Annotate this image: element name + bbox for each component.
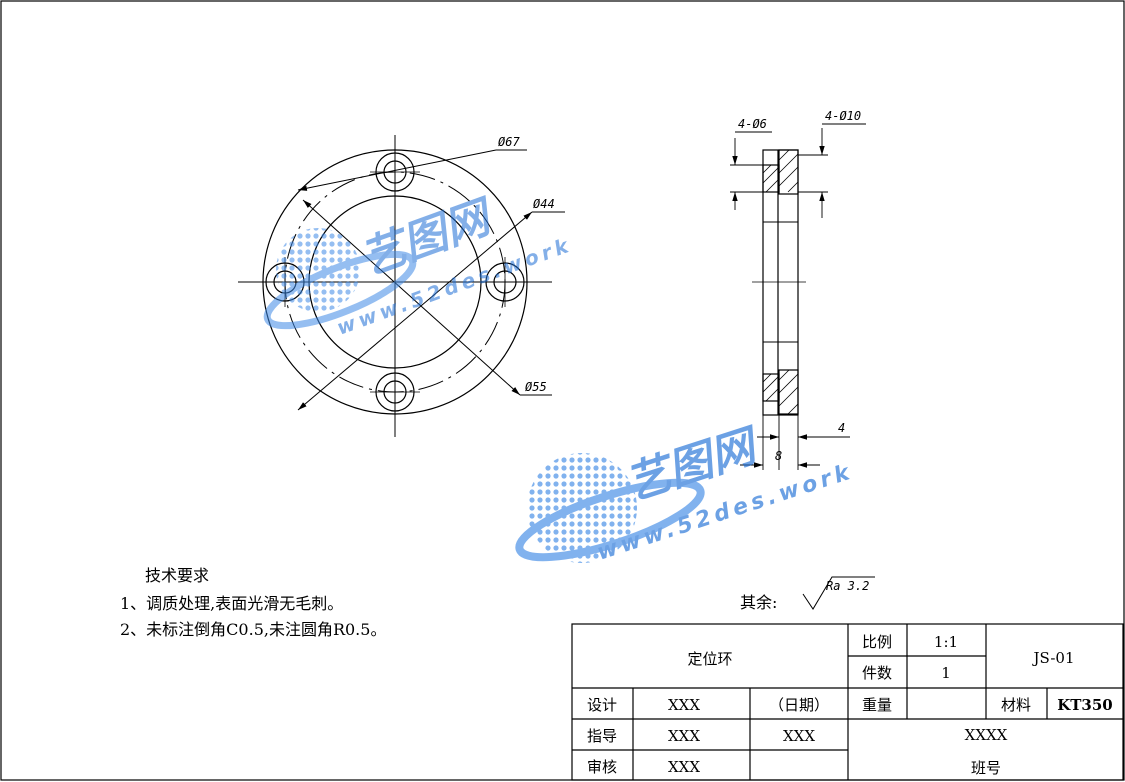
drawing-number: JS-01 [1032,649,1075,667]
side-hatching [762,149,799,415]
dim-bolt-circle: Ø55 [525,380,547,394]
dim-inner-diameter: Ø44 [533,197,555,211]
watermark-large: 艺图网 www.52des.work [515,419,856,566]
guide-date: XXX [783,727,815,745]
guide-label: 指导 [587,727,617,745]
quantity-value: 1 [941,664,951,682]
review-value: XXX [668,758,700,776]
tech-requirement-1: 1、调质处理,表面光滑无毛刺。 [120,594,343,613]
scale-value: 1:1 [934,633,958,651]
material-value: KT350 [1057,696,1113,714]
guide-value: XXX [668,727,700,745]
class-label: 班号 [971,759,1001,777]
design-label: 设计 [587,696,617,714]
date-label: （日期） [769,696,829,714]
dim-thickness: 8 [775,449,782,463]
dim-holes-small: 4-Ø6 [738,117,767,131]
surface-finish-symbol [802,576,875,610]
surface-finish-value: Ra 3.2 [826,579,869,593]
dim-line-outer [297,149,497,191]
review-label: 审核 [587,758,617,776]
surface-finish-label: 其余: [740,593,777,612]
material-label: 材料 [1001,696,1031,714]
watermark-small: 艺图网 www.52des.work [263,190,575,340]
side-view [752,149,806,416]
school-name: XXXX [965,726,1008,744]
part-name: 定位环 [687,650,732,668]
quantity-label: 件数 [862,664,892,682]
tech-requirement-2: 2、未标注倒角C0.5,未注圆角R0.5。 [120,620,386,639]
tech-requirements-title: 技术要求 [145,566,209,585]
design-value: XXX [668,696,700,714]
scale-label: 比例 [862,633,892,651]
dim-holes-large: 4-Ø10 [825,109,861,123]
title-block [571,623,1124,781]
dim-line-bolt [302,199,521,396]
weight-label: 重量 [862,696,892,714]
side-dimensions [730,123,866,470]
dim-outer-diameter: Ø67 [498,135,520,149]
dim-counterbore-depth: 4 [838,421,845,435]
